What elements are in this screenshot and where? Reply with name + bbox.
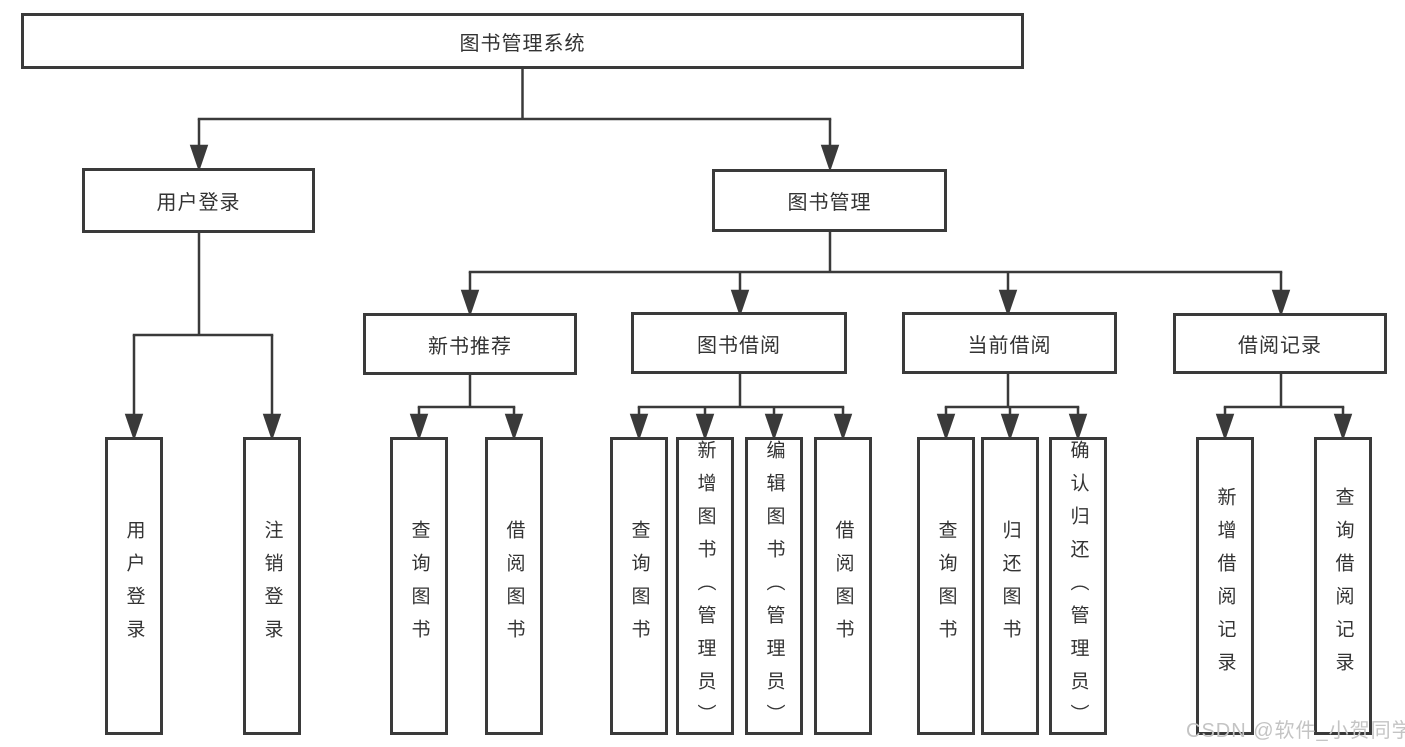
node-current-borrow: 当前借阅: [902, 312, 1117, 374]
leaf-borrow-books-1: 借阅图书: [485, 437, 543, 735]
leaf-add-book-admin: 新增图书（管理员）: [676, 437, 734, 737]
leaf-confirm-return-admin: 确认归还（管理员）: [1049, 437, 1107, 737]
node-new-book-recommend: 新书推荐: [363, 313, 577, 375]
leaf-edit-book-admin: 编辑图书（管理员）: [745, 437, 803, 737]
leaf-query-borrow-record: 查询借阅记录: [1314, 437, 1372, 735]
node-user-login: 用户登录: [82, 168, 315, 233]
node-borrow-records: 借阅记录: [1173, 313, 1387, 374]
node-book-borrow: 图书借阅: [631, 312, 847, 374]
csdn-watermark: CSDN @软件_小贺同学: [1186, 720, 1405, 742]
leaf-borrow-books-2: 借阅图书: [814, 437, 872, 735]
leaf-query-books-2: 查询图书: [610, 437, 668, 735]
leaf-logout: 注销登录: [243, 437, 301, 735]
leaf-query-books-3: 查询图书: [917, 437, 975, 735]
leaf-query-books-1: 查询图书: [390, 437, 448, 735]
node-book-management: 图书管理: [712, 169, 947, 232]
leaf-add-borrow-record: 新增借阅记录: [1196, 437, 1254, 735]
leaf-return-books: 归还图书: [981, 437, 1039, 735]
leaf-user-login: 用户登录: [105, 437, 163, 735]
node-root-system: 图书管理系统: [21, 13, 1024, 69]
